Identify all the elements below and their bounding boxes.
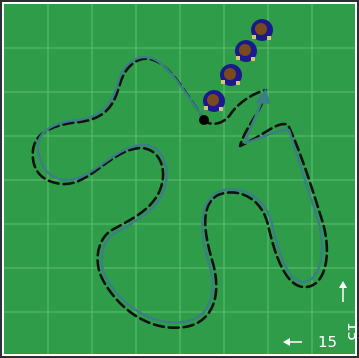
x-scale-label: 15 [318, 333, 337, 351]
robot-anchor-dot [199, 115, 209, 125]
robot-wheel [224, 68, 236, 80]
y-scale-label: 15 [344, 322, 359, 341]
robot-sensor [267, 36, 271, 40]
robot-sensor [219, 107, 223, 111]
robot-segment [203, 90, 225, 112]
robot-wheel [207, 94, 219, 106]
robot-wheel [255, 23, 267, 35]
robot-sensor [252, 35, 256, 39]
robot-wheel [239, 44, 251, 56]
robot-sensor [236, 81, 240, 85]
robot-segment [220, 64, 242, 86]
robot-sensor [236, 56, 240, 60]
robot-segment [251, 19, 273, 41]
robot-segment [235, 40, 257, 62]
robot-sensor [204, 106, 208, 110]
robot-sensor [221, 80, 225, 84]
robot-sensor [251, 57, 255, 61]
